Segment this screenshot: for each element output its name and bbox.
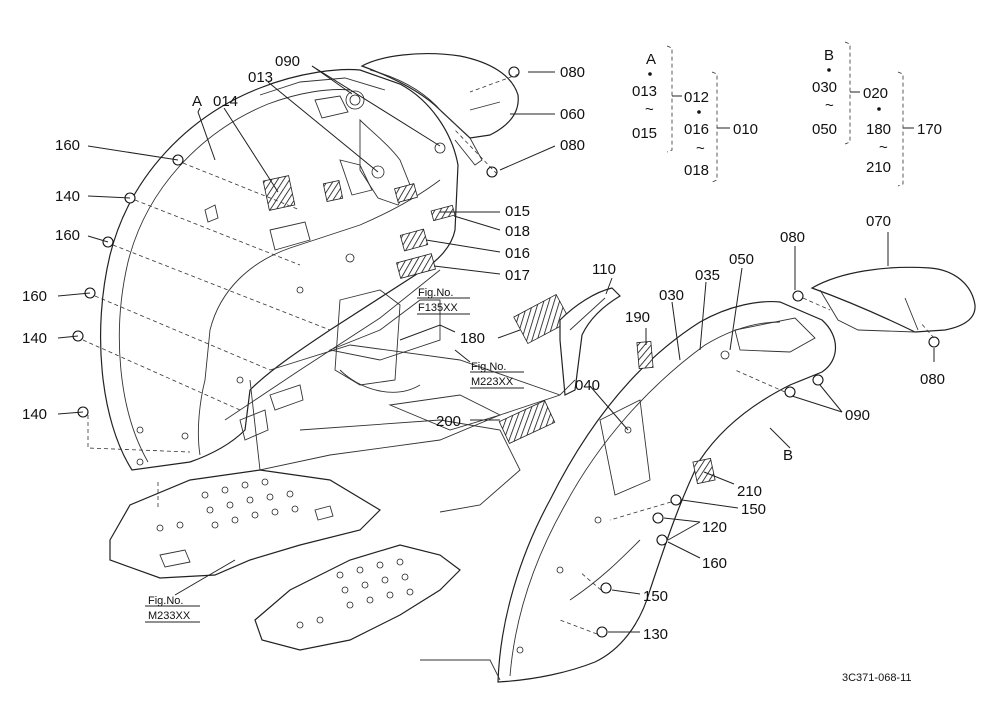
callout-140-a: 140: [55, 188, 80, 205]
callout-110: 110: [592, 261, 616, 278]
callout-040: 040: [575, 377, 600, 394]
legend-a-dot: [648, 72, 652, 76]
callout-030: 030: [659, 287, 684, 304]
legend-a-assembly: 010: [733, 121, 758, 138]
legend-b-first: 030: [812, 79, 837, 96]
callout-200: 200: [436, 413, 461, 430]
callout-014: 014: [213, 93, 238, 110]
legend-b-sub-mid: 180: [866, 121, 891, 138]
right-fender-assembly: [497, 293, 836, 683]
drawing-id: 3C371-068-11: [842, 672, 912, 684]
legend-a-tilde: ~: [645, 101, 654, 118]
mat-holes: [156, 478, 414, 629]
callout-090-b: 090: [845, 407, 870, 424]
callout-160-c: 160: [22, 288, 47, 305]
callout-160-b: 160: [55, 227, 80, 244]
legend-a-sub-tilde: ~: [696, 140, 705, 157]
callout-160-d: 160: [702, 555, 727, 572]
callout-060: 060: [560, 106, 585, 123]
fig-ref-1-code: F135XX: [418, 302, 458, 314]
floor-step-plates: [109, 469, 501, 681]
callout-070: 070: [866, 213, 891, 230]
legend-group-a: A 013 ~ 015 012 016 ~ 018 010: [632, 51, 758, 179]
legend-a-sub-mid: 016: [684, 121, 709, 138]
legend-b-sub-tilde: ~: [879, 139, 888, 156]
right-fender-cover-070: [810, 266, 976, 333]
callout-080-b: 080: [560, 137, 585, 154]
legend-b-tilde: ~: [825, 97, 834, 114]
callout-150-b: 150: [643, 588, 668, 605]
callout-015: 015: [505, 203, 530, 220]
left-fender-assembly: [100, 68, 459, 471]
left-fender-cover-060: [360, 53, 519, 166]
legend-a-head: A: [646, 51, 656, 68]
fig-ref-3-label: Fig.No.: [148, 595, 183, 607]
callout-050: 050: [729, 251, 754, 268]
legend-group-b: B 030 ~ 050 020 180 ~ 210 170: [812, 47, 942, 176]
callout-090-top: 090: [275, 53, 300, 70]
callout-160-a: 160: [55, 137, 80, 154]
callout-180: 180: [460, 330, 485, 347]
grab-handle-110: [559, 287, 621, 396]
fig-ref-3-code: M233XX: [148, 610, 191, 622]
legend-b-sub-first: 020: [863, 85, 888, 102]
callout-035: 035: [695, 267, 720, 284]
callout-018: 018: [505, 223, 530, 240]
legend-b-sub-last: 210: [866, 159, 891, 176]
legend-a-sub-first: 012: [684, 89, 709, 106]
callout-016: 016: [505, 245, 530, 262]
callout-080-c: 080: [780, 229, 805, 246]
callout-130: 130: [643, 626, 668, 643]
callout-140-c: 140: [22, 406, 47, 423]
fig-ref-2-label: Fig.No.: [471, 361, 506, 373]
callout-B: B: [783, 447, 793, 464]
legend-b-head: B: [824, 47, 834, 64]
fig-ref-1-label: Fig.No.: [418, 287, 453, 299]
legend-brackets: [666, 41, 914, 187]
callout-190: 190: [625, 309, 650, 326]
fig-ref-2-code: M223XX: [471, 376, 514, 388]
leader-lines: [57, 65, 935, 633]
assembly-dashed-lines: [82, 73, 935, 635]
callout-120: 120: [702, 519, 727, 536]
legend-b-sub-dot: [877, 107, 881, 111]
callout-210: 210: [737, 483, 762, 500]
callout-017: 017: [505, 267, 530, 284]
legend-b-assembly: 170: [917, 121, 942, 138]
callout-150-a: 150: [741, 501, 766, 518]
callout-140-b: 140: [22, 330, 47, 347]
legend-b-last: 050: [812, 121, 837, 138]
legend-a-sub-dot: [697, 110, 701, 114]
callout-labels: 090 013 014 A 160 140 160 160 140 140 08…: [22, 53, 945, 643]
fig-ref-labels: Fig.No. F135XX Fig.No. M223XX Fig.No. M2…: [148, 287, 514, 622]
legend-a-first: 013: [632, 83, 657, 100]
legend-b-dot: [827, 68, 831, 72]
callout-080-a: 080: [560, 64, 585, 81]
legend-a-last: 015: [632, 125, 657, 142]
fig-ref-boxes: [145, 297, 524, 623]
callout-080-d: 080: [920, 371, 945, 388]
callout-013: 013: [248, 69, 273, 86]
callout-A: A: [192, 93, 202, 110]
legend-a-sub-last: 018: [684, 162, 709, 179]
